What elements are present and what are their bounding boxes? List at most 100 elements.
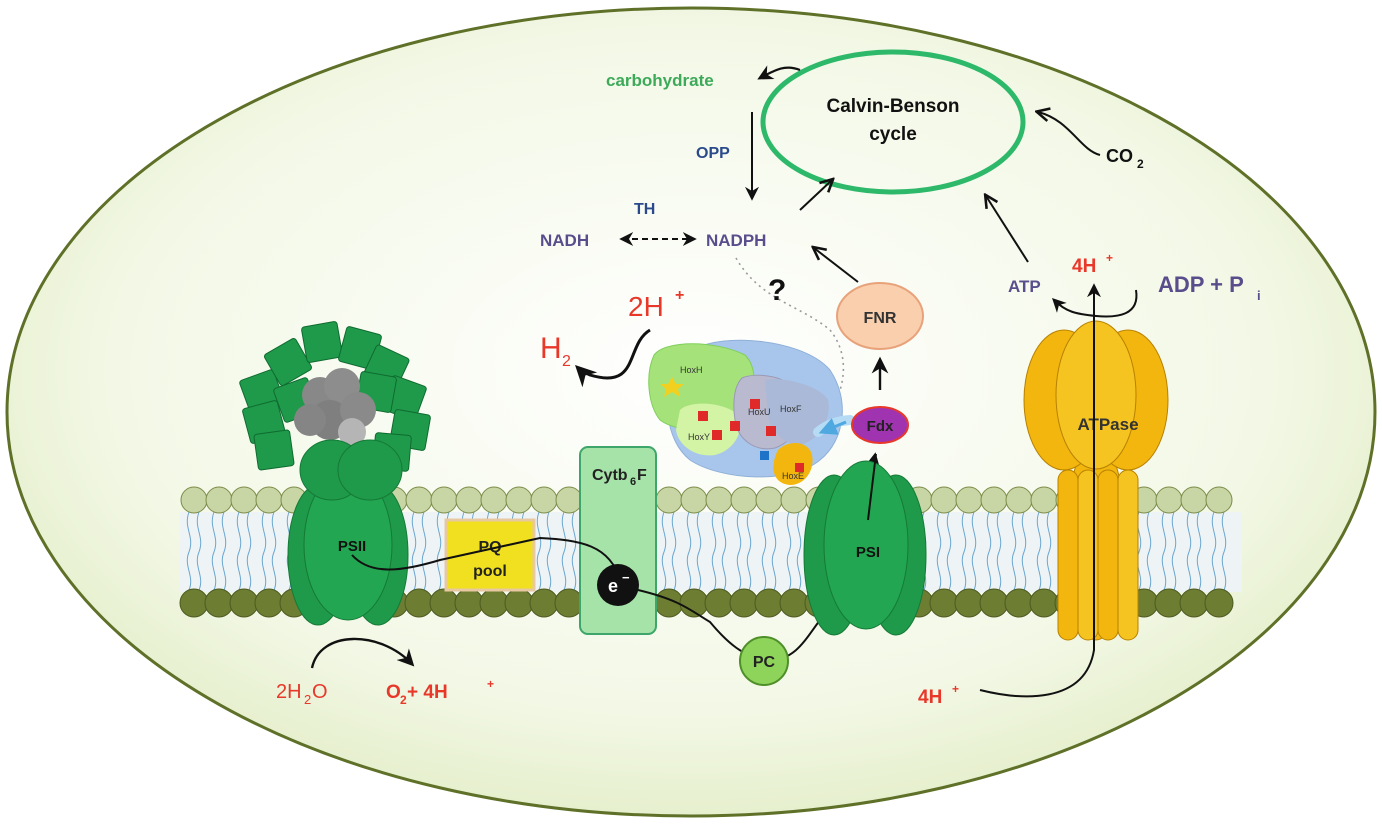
atp-to-calvin-arrow	[986, 196, 1029, 263]
proton-flow-through-atpase	[979, 283, 1101, 698]
opp-label: OPP	[696, 145, 730, 162]
lipid-head	[205, 486, 233, 514]
fdx: Fdx	[851, 406, 909, 444]
lipid-tail	[946, 511, 952, 591]
nadh-label: NADH	[540, 231, 589, 250]
water-label: 2H 2 O	[276, 681, 328, 707]
o2-text-a: O	[386, 682, 401, 703]
lipid-tail	[1011, 511, 1017, 591]
water-splitting-arrow	[310, 637, 415, 669]
lipid-head	[255, 486, 283, 514]
lipid-head	[930, 486, 958, 514]
lipid-head	[1205, 486, 1233, 514]
lipid-head	[980, 486, 1008, 514]
two-h-plus-label: 2H +	[628, 287, 684, 322]
h2-subscript: 2	[562, 353, 571, 370]
question-mark: ?	[768, 274, 786, 307]
lipid-tail	[986, 511, 992, 591]
lipid-tail	[546, 511, 552, 591]
electron-path-psii-pq-cytb6f	[351, 536, 621, 581]
atp-synthesis-labels: ATP 4H + ADP + P i	[1008, 251, 1261, 303]
atpase-label: ATPase	[1077, 415, 1138, 434]
antenna-block	[264, 338, 312, 386]
four-h-bottom-label: 4H +	[918, 682, 959, 708]
calvin-to-carbohydrate-arrow	[757, 65, 801, 80]
lipid-head	[929, 588, 959, 618]
two-h-plus-sup: +	[675, 287, 684, 304]
o2-subscript: 2	[400, 693, 407, 707]
lipid-head	[204, 588, 234, 618]
water-subscript: 2	[304, 692, 311, 707]
electron-sup: −	[622, 570, 630, 585]
adp-pi-subscript: i	[1257, 288, 1261, 303]
lipid-tail	[761, 511, 767, 591]
lipid-head	[954, 588, 984, 618]
lipid-tail	[1036, 511, 1042, 591]
psi-electron-line	[867, 453, 877, 521]
lipid-tail	[196, 511, 202, 591]
fdx-label: Fdx	[867, 418, 894, 435]
lipid-head	[1155, 486, 1183, 514]
lipid-tail	[786, 511, 792, 591]
pc: PC	[739, 636, 789, 686]
lipid-head	[754, 588, 784, 618]
lipid-head	[730, 486, 758, 514]
lipid-head	[180, 486, 208, 514]
psi-label: PSI	[856, 544, 880, 561]
lipid-head	[530, 486, 558, 514]
four-h-bottom-text: 4H	[918, 687, 942, 708]
adp-pi-text: ADP + P	[1158, 272, 1244, 297]
four-h-top-sup: +	[1106, 251, 1113, 265]
lipid-tail	[686, 511, 692, 591]
co2-label: CO 2	[1106, 146, 1144, 171]
lipid-head	[429, 588, 459, 618]
lipid-head	[505, 486, 533, 514]
fdx-to-hydrogenase-arrow	[818, 418, 847, 435]
cytb6f-text-a: Cytb	[592, 467, 628, 484]
antenna-block	[301, 321, 343, 363]
two-h-to-h2-arrow	[575, 328, 651, 388]
o2-sup: +	[487, 677, 494, 691]
lipid-head	[479, 588, 509, 618]
lipid-tail	[771, 511, 777, 591]
fnr-to-nadph-arrow	[814, 248, 859, 283]
lipid-head	[680, 486, 708, 514]
calvin-label-line1: Calvin-Benson	[826, 96, 959, 117]
lipid-head	[179, 588, 209, 618]
th-label: TH	[634, 201, 655, 218]
atp-label: ATP	[1008, 277, 1041, 296]
lipid-tail	[571, 511, 577, 591]
lipid-tail	[1221, 511, 1227, 591]
four-h-top-text: 4H	[1072, 256, 1096, 277]
lipid-tail	[746, 511, 752, 591]
pq-label-line2: pool	[473, 563, 507, 580]
lipid-tail	[996, 511, 1002, 591]
lipid-head	[430, 486, 458, 514]
psii-label: PSII	[338, 538, 366, 555]
lipid-tail	[211, 511, 217, 591]
lipid-tail	[1171, 511, 1177, 591]
hoxe-label: HoxE	[782, 471, 804, 481]
lipid-tail	[421, 511, 427, 591]
lipid-head	[1004, 588, 1034, 618]
lipid-tail	[186, 511, 192, 591]
lipid-head	[404, 588, 434, 618]
o2-text-b: + 4H	[407, 682, 448, 703]
psi: PSI	[803, 460, 927, 636]
lipid-tail	[436, 511, 442, 591]
nadph-label: NADPH	[706, 231, 766, 250]
hoxf-label: HoxF	[780, 404, 802, 414]
lipid-tail	[936, 511, 942, 591]
carbohydrate-label: carbohydrate	[606, 71, 714, 90]
lipid-tail	[1146, 511, 1152, 591]
lipid-tail	[671, 511, 677, 591]
lipid-head	[1204, 588, 1234, 618]
lipid-tail	[971, 511, 977, 591]
electron-carrier: e −	[597, 564, 639, 606]
lipid-head	[230, 486, 258, 514]
lipid-tail	[221, 511, 227, 591]
lipid-head	[755, 486, 783, 514]
lipid-tail	[411, 511, 417, 591]
hoxu-label: HoxU	[748, 407, 771, 417]
